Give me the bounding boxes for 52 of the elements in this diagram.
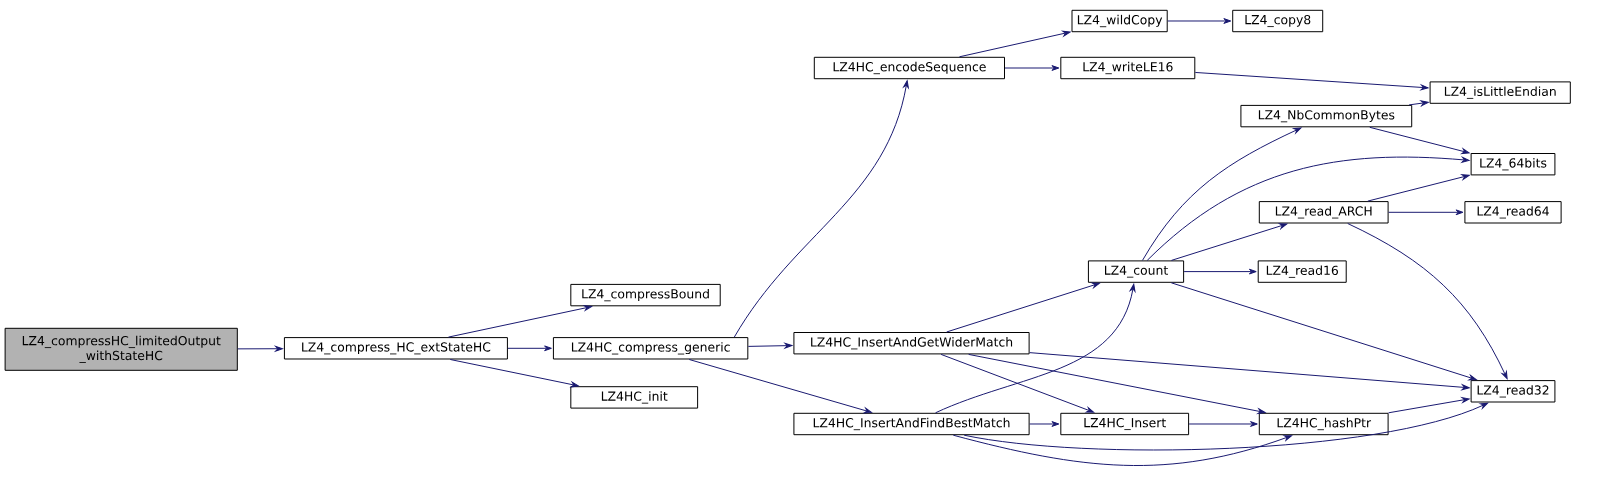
arrow [1004, 65, 1060, 71]
function-box: LZ4_count [1087, 260, 1185, 283]
function-box: LZ4_writeLE16 [1060, 56, 1196, 80]
arrow [747, 342, 793, 349]
arrow [1369, 126, 1470, 154]
function-box: LZ4HC_compress_generic [552, 337, 749, 360]
function-box: LZ4HC_Insert [1060, 412, 1190, 436]
function-box: LZ4_compressBound [570, 283, 721, 307]
function-box: LZ4HC_InsertAndGetWiderMatch [793, 332, 1030, 355]
arrow [1408, 100, 1429, 107]
arrow [1388, 397, 1470, 414]
function-box: LZ4_compress_HC_extStateHC [283, 337, 508, 360]
function-box: LZ4HC_init [570, 386, 699, 409]
function-box: LZ4_read32 [1470, 380, 1556, 403]
arrow [1188, 421, 1258, 427]
arrow [1183, 268, 1257, 275]
arrow [733, 80, 909, 338]
arrow [1029, 421, 1060, 427]
arrow [1142, 127, 1302, 261]
function-box: LZ4_isLittleEndian [1429, 81, 1571, 104]
function-box: LZ4HC_encodeSequence [813, 56, 1005, 80]
arrow [952, 434, 1293, 466]
arrow [946, 282, 1100, 333]
arrow [959, 30, 1071, 58]
function-box: LZ4_read16 [1257, 260, 1347, 283]
arrow [1167, 18, 1232, 24]
function-box: LZ4_64bits [1470, 153, 1556, 176]
arrow [1194, 71, 1429, 91]
arrow [963, 402, 1489, 451]
arrow [237, 345, 283, 352]
arrow [1388, 209, 1464, 216]
function-box: LZ4_compressHC_limitedOutput _withStateHC [4, 327, 238, 371]
arrow [449, 359, 579, 388]
function-box: LZ4_wildCopy [1071, 9, 1168, 33]
function-box: LZ4_read_ARCH [1258, 201, 1389, 224]
arrow [935, 283, 1136, 414]
arrow [1367, 174, 1470, 202]
function-box: LZ4_read64 [1464, 201, 1562, 224]
arrow [447, 305, 592, 338]
function-box: LZ4HC_hashPtr [1258, 412, 1389, 436]
arrow [507, 345, 552, 352]
function-box: LZ4_NbCommonBytes [1240, 104, 1413, 128]
arrow [688, 359, 872, 414]
arrow [968, 353, 1266, 415]
function-box: LZ4_copy8 [1232, 9, 1324, 33]
arrow [1146, 156, 1470, 261]
arrow [1170, 223, 1288, 261]
arrow [1347, 223, 1508, 380]
arrow [1170, 282, 1477, 381]
function-box: LZ4HC_InsertAndFindBestMatch [793, 412, 1030, 436]
arrow [1029, 352, 1470, 391]
arrow [940, 353, 1095, 413]
